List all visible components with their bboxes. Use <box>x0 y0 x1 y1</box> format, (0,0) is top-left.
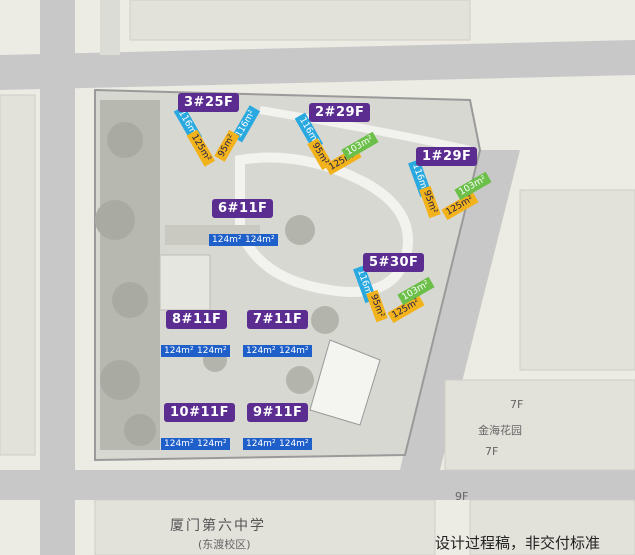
building-label-5[interactable]: 5#30F <box>363 253 425 272</box>
b7-unit-124b: 124m² <box>276 345 312 357</box>
b7-unit-124a: 124m² <box>243 345 279 357</box>
b8-unit-124a: 124m² <box>161 345 197 357</box>
map-label-7f-b: 7F <box>485 445 499 458</box>
school-campus: (东渡校区) <box>198 538 251 551</box>
b9-unit-124b: 124m² <box>276 438 312 450</box>
b10-unit-124a: 124m² <box>161 438 197 450</box>
disclaimer-text: 设计过程稿，非交付标准 <box>435 534 601 552</box>
b9-unit-124a: 124m² <box>243 438 279 450</box>
building-label-10[interactable]: 10#11F <box>164 403 235 422</box>
building-label-9[interactable]: 9#11F <box>247 403 309 422</box>
building-label-8[interactable]: 8#11F <box>166 310 228 329</box>
map-label-jinhai: 金海花园 <box>478 424 522 437</box>
school-name: 厦门第六中学 <box>170 518 266 534</box>
b6-unit-124a: 124m² <box>209 234 245 246</box>
map-label-9f: 9F <box>455 490 469 503</box>
building-label-6[interactable]: 6#11F <box>212 199 274 218</box>
map-label-7f: 7F <box>510 398 524 411</box>
building-label-1[interactable]: 1#29F <box>416 147 478 166</box>
building-label-3[interactable]: 3#25F <box>178 93 240 112</box>
b8-unit-124b: 124m² <box>194 345 230 357</box>
b6-unit-124b: 124m² <box>242 234 278 246</box>
b10-unit-124b: 124m² <box>194 438 230 450</box>
building-label-7[interactable]: 7#11F <box>247 310 309 329</box>
building-label-2[interactable]: 2#29F <box>309 103 371 122</box>
